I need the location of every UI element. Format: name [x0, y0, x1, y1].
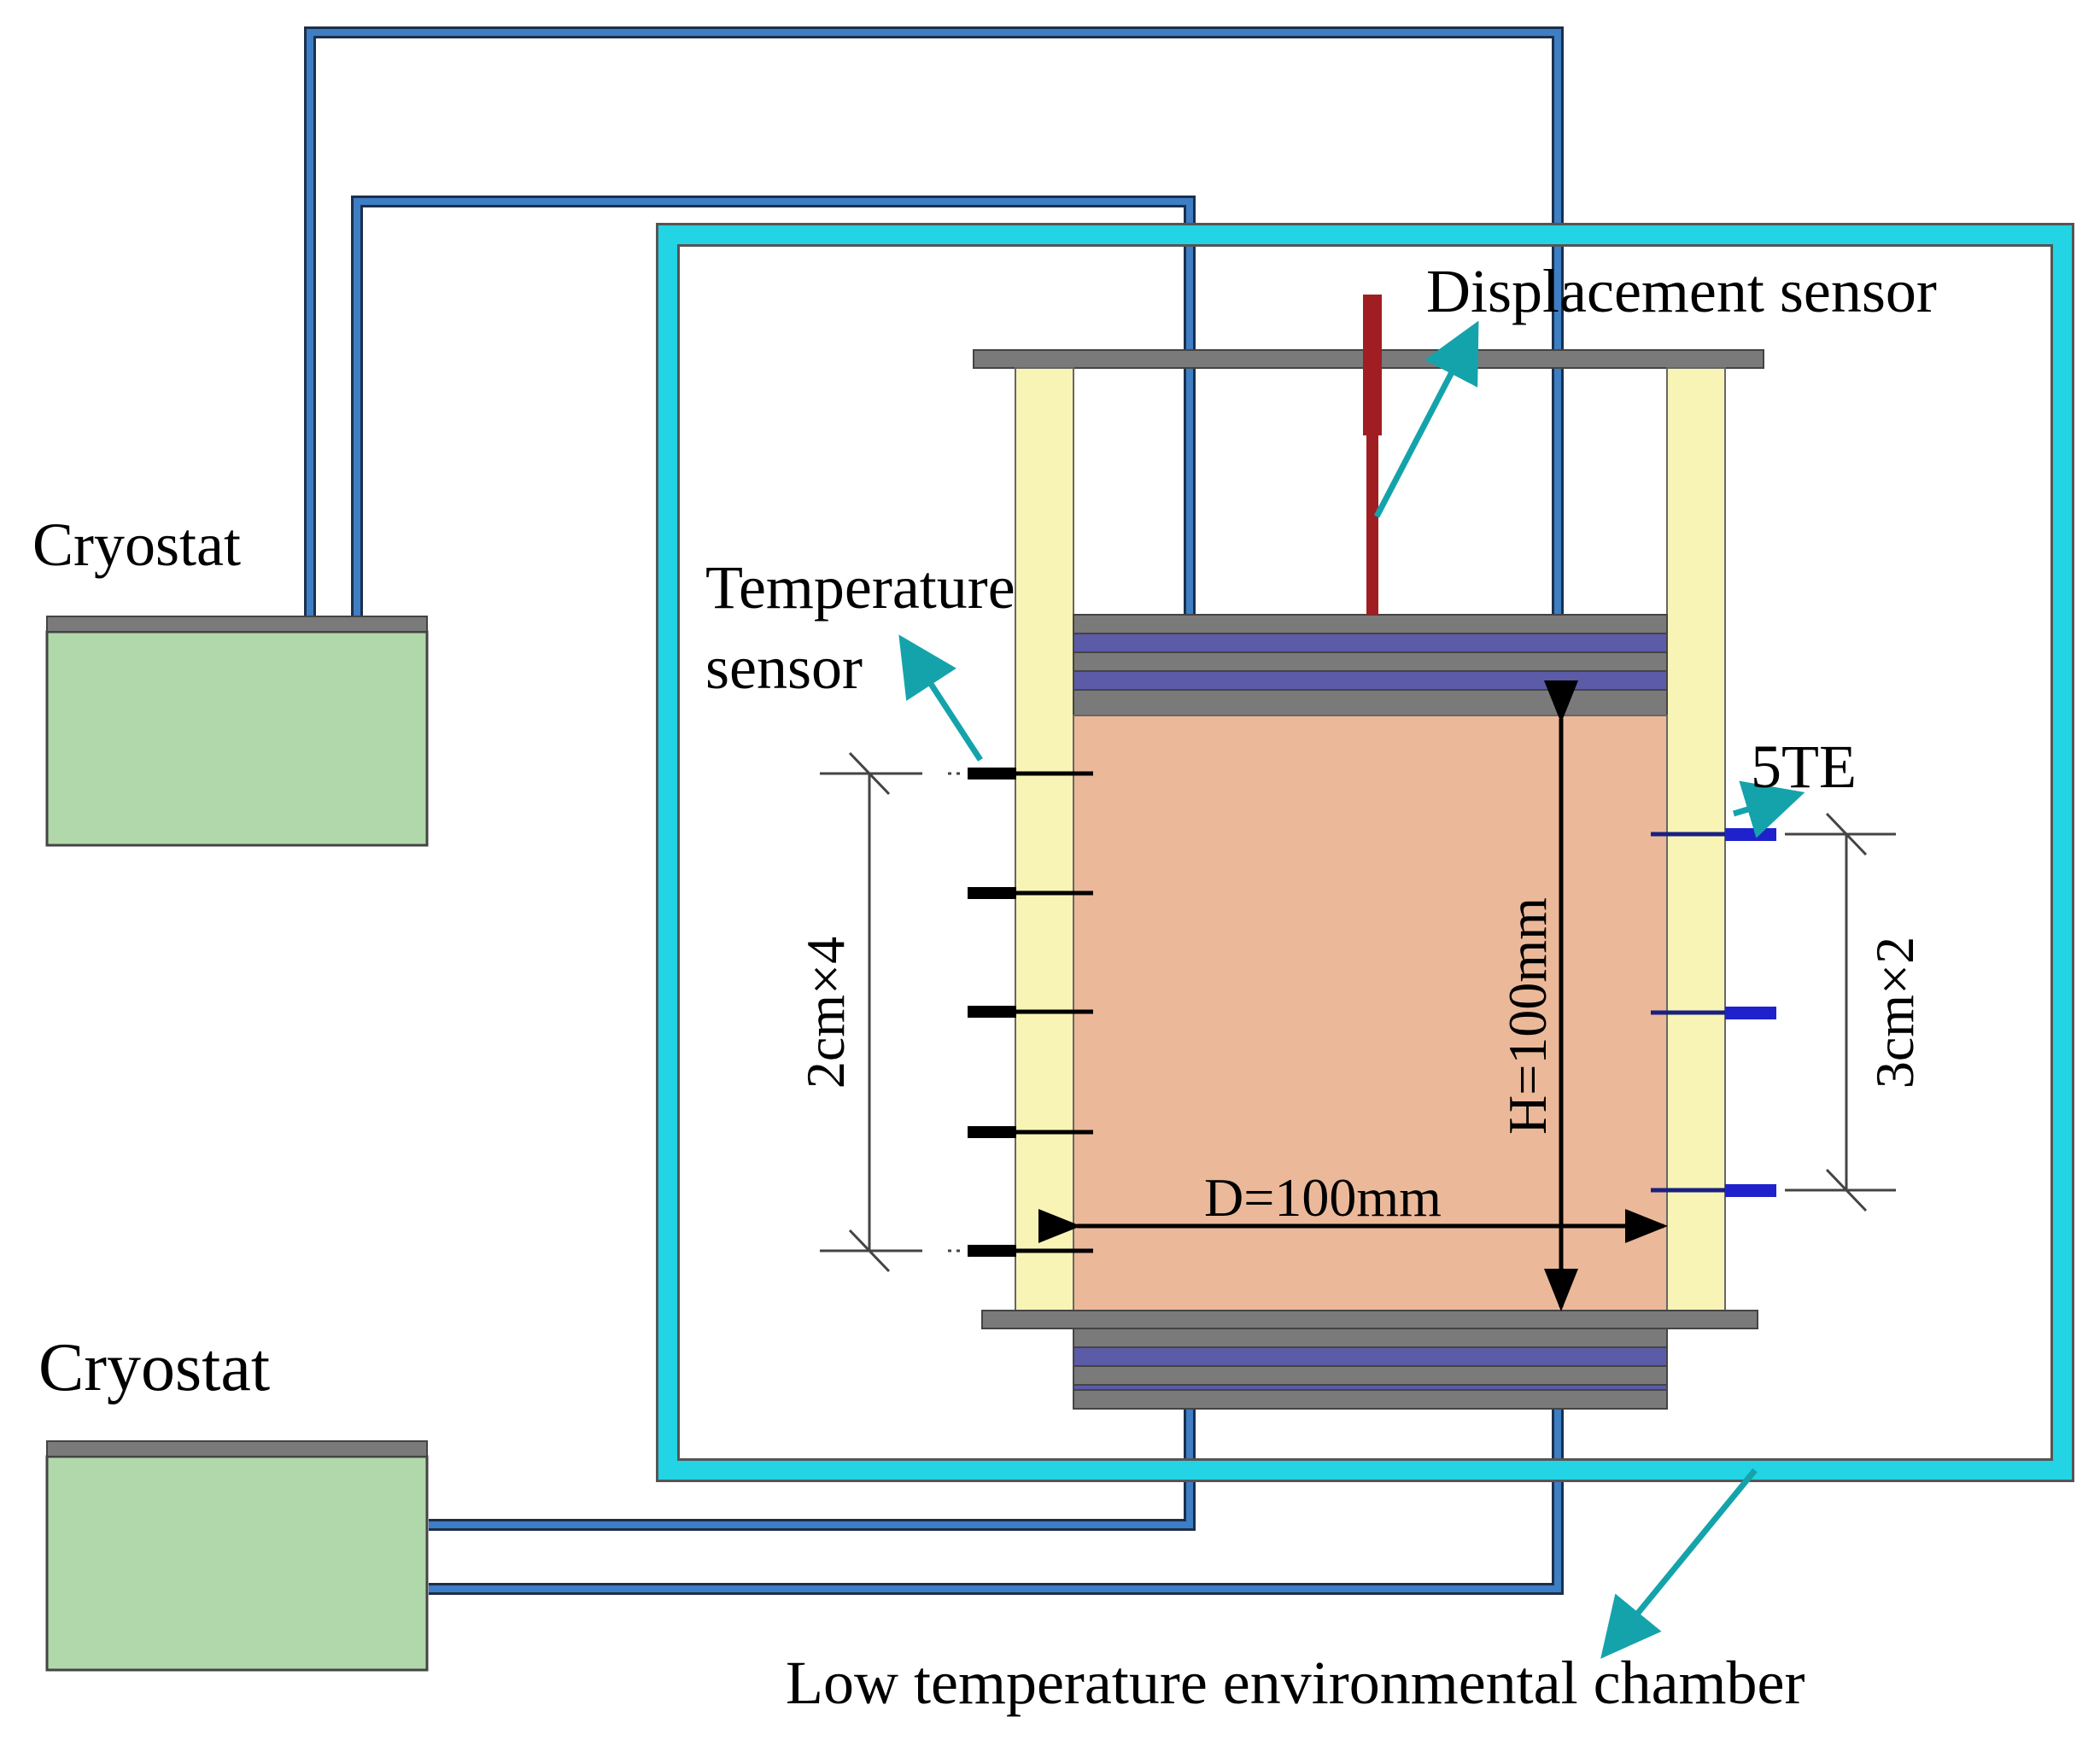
- te-label: 5TE: [1751, 733, 1857, 801]
- environmental-chamber: [656, 223, 2074, 1482]
- cryostat-top-outer-pipe: [304, 26, 1564, 616]
- temperature-sensor-label-line2: sensor: [705, 634, 863, 702]
- cryostat-bottom: [45, 1440, 429, 1672]
- cryostat-bottom-inner-pipe: [429, 1407, 1196, 1531]
- left-dimension-line: [820, 751, 961, 1273]
- cryostat-top-inner-pipe: [351, 196, 1196, 616]
- chamber-label: Low temperature environmental chamber: [786, 1649, 1805, 1717]
- left-spacing-label: 2cm×4: [795, 937, 856, 1089]
- te-arrow: [1732, 780, 1805, 838]
- te-sensor-probe: [1651, 1184, 1776, 1197]
- cryostat-bottom-outer-pipe: [429, 1407, 1564, 1595]
- displacement-sensor-rod: [1363, 295, 1382, 615]
- right-spacing-label: 3cm×2: [1864, 937, 1925, 1089]
- temperature-sensor-arrow: [898, 634, 983, 762]
- temperature-sensor-probe: [968, 1245, 1093, 1257]
- bottom-plate: [981, 1310, 1758, 1329]
- displacement-sensor-label: Displacement sensor: [1426, 257, 1937, 325]
- cryostat-top: [45, 616, 429, 847]
- cryostat-top-label: Cryostat: [32, 511, 241, 579]
- temperature-sensor-probe: [968, 768, 1093, 779]
- temperature-sensors: [968, 768, 1093, 1257]
- left-column: [1015, 367, 1074, 1311]
- height-label: H=100mm: [1497, 897, 1558, 1135]
- te-sensor-probe: [1651, 1007, 1776, 1019]
- temperature-sensor-probe: [968, 887, 1093, 899]
- lower-disk-stack: [1073, 1328, 1668, 1410]
- diameter-label: D=100mm: [1204, 1167, 1442, 1228]
- temperature-sensor-probe: [968, 1126, 1093, 1138]
- temperature-sensor-probe: [968, 1006, 1093, 1018]
- temperature-sensor-label-line1: Temperature: [705, 553, 1015, 622]
- upper-disk-stack: [1073, 614, 1668, 716]
- right-column: [1666, 367, 1726, 1311]
- cryostat-bottom-label: Cryostat: [38, 1330, 270, 1405]
- displacement-sensor-arrow: [1373, 320, 1479, 518]
- chamber-arrow: [1600, 1468, 1758, 1659]
